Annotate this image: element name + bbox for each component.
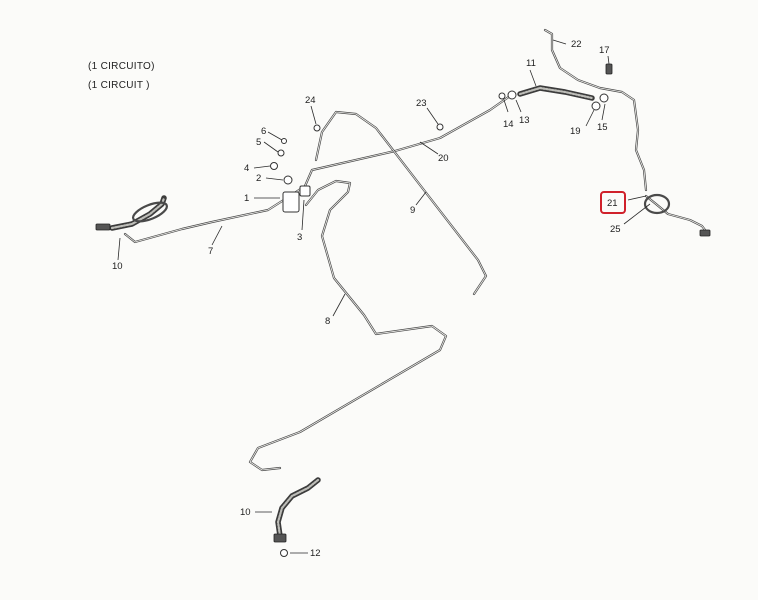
callout-7: 7 <box>208 246 213 257</box>
hose-10-left <box>95 195 168 231</box>
callout-4: 4 <box>244 163 249 174</box>
nut-19 <box>591 101 601 111</box>
hose-fitting-lower <box>273 533 287 543</box>
junction-block <box>270 63 711 237</box>
washer-5 <box>277 149 285 157</box>
callout-13: 13 <box>519 115 530 126</box>
hose-fitting-left <box>95 223 111 231</box>
callout-2: 2 <box>256 173 261 184</box>
line-end-fitting <box>699 229 711 237</box>
callout-9: 9 <box>410 205 415 216</box>
callout-17: 17 <box>599 45 610 56</box>
highlight-box-21 <box>600 191 626 214</box>
bolt-17 <box>605 63 613 75</box>
callout-3: 3 <box>297 232 302 243</box>
circuit-title-it: (1 CIRCUITO) <box>88 61 155 72</box>
callout-labels: 1 2 3 4 5 6 7 8 9 10 10 11 12 13 14 15 1… <box>112 39 621 559</box>
pipe-22 <box>543 28 648 192</box>
leader-lines <box>117 39 651 554</box>
callout-25: 25 <box>610 224 621 235</box>
pipe-8 <box>248 179 448 472</box>
clip-23 <box>436 123 444 131</box>
callout-12: 12 <box>310 548 321 559</box>
pipe-9 <box>314 110 488 296</box>
pipe-20 <box>303 94 512 188</box>
fitting-14 <box>498 92 506 100</box>
junction-bracket-1 <box>282 191 300 213</box>
callout-8: 8 <box>325 316 330 327</box>
callout-20: 20 <box>438 153 449 164</box>
fitting-13 <box>507 90 517 100</box>
hose-11 <box>498 85 595 101</box>
washer-12 <box>280 549 288 557</box>
washer-6 <box>281 138 287 144</box>
nut-4 <box>270 162 278 170</box>
fitting-15 <box>599 93 609 103</box>
callout-1: 1 <box>244 193 249 204</box>
callout-6: 6 <box>261 126 266 137</box>
callout-14: 14 <box>503 119 514 130</box>
callout-10-lower: 10 <box>240 507 251 518</box>
callout-15: 15 <box>597 122 608 133</box>
connector-3 <box>299 185 311 197</box>
hose-10-lower <box>273 477 321 557</box>
callout-11: 11 <box>526 58 536 69</box>
callout-5: 5 <box>256 137 261 148</box>
callout-10-left: 10 <box>112 261 123 272</box>
bolt-2 <box>283 175 293 185</box>
bleeder-24 <box>313 124 321 132</box>
callout-22: 22 <box>571 39 582 50</box>
pipe-25 <box>643 193 710 236</box>
callout-19: 19 <box>570 126 581 137</box>
circuit-title-en: (1 CIRCUIT ) <box>88 80 150 91</box>
callout-24: 24 <box>305 95 316 106</box>
callout-23: 23 <box>416 98 427 109</box>
callout-21: 21 <box>607 198 618 209</box>
